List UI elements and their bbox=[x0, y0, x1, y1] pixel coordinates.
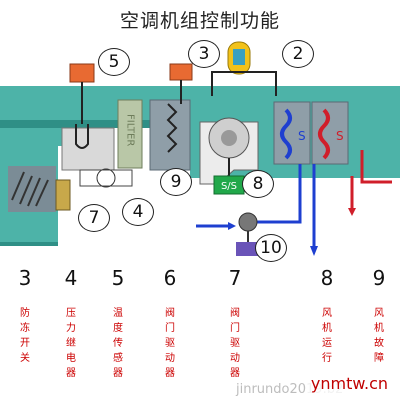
legend-number-6: 6 bbox=[163, 266, 177, 290]
legend-label-5: 温度传感器 bbox=[113, 308, 123, 379]
pressure-relay-housing bbox=[79, 169, 133, 187]
temperature-sensor-box bbox=[69, 63, 95, 83]
damper-actuator-bracket bbox=[211, 71, 277, 96]
legend-label-8: 风机运行 bbox=[322, 308, 332, 364]
legend-label-3: 防冻开关 bbox=[20, 308, 30, 364]
heating-coil-pipe bbox=[318, 108, 330, 160]
frost-thermostat-wire bbox=[166, 103, 178, 153]
legend-label-9: 风机故障 bbox=[374, 308, 384, 364]
damper-actuator-window bbox=[233, 49, 245, 65]
cooling-coil-pipe bbox=[280, 108, 292, 160]
damper-box bbox=[8, 166, 56, 212]
callout-10-mid: 10 bbox=[255, 234, 287, 262]
water-inlet-arrow bbox=[228, 222, 236, 230]
valve-actuator bbox=[236, 242, 258, 256]
callout-3-top: 3 bbox=[188, 40, 220, 68]
legend-label-7: 阀门驱动器 bbox=[230, 308, 240, 379]
legend-label-4: 压力继电器 bbox=[66, 308, 76, 379]
filter-panel bbox=[117, 99, 143, 169]
filter-label: FILTER bbox=[125, 114, 136, 146]
callout-8-mid: 8 bbox=[242, 170, 274, 198]
legend-number-5: 5 bbox=[111, 266, 125, 290]
legend-number-4: 4 bbox=[64, 266, 78, 290]
watermark: ynmtw.cn bbox=[306, 373, 392, 394]
duct-left-upper bbox=[0, 128, 62, 146]
red-drop-arrow bbox=[348, 208, 356, 216]
ss-text: S/S bbox=[221, 181, 237, 192]
callout-4-mid: 4 bbox=[122, 198, 154, 226]
valve-body bbox=[238, 212, 258, 232]
fan-hub bbox=[221, 130, 237, 146]
callout-5-top: 5 bbox=[98, 48, 130, 76]
callout-2-top: 2 bbox=[282, 40, 314, 68]
legend-number-3: 3 bbox=[18, 266, 32, 290]
callout-7-mid: 7 bbox=[78, 204, 110, 232]
legend-number-7: 7 bbox=[228, 266, 242, 290]
blue-drop-arrow bbox=[310, 246, 318, 256]
legend-number-8: 8 bbox=[320, 266, 334, 290]
chilled-water-pipe bbox=[244, 164, 302, 224]
damper-blades bbox=[11, 171, 49, 207]
callout-9-mid: 9 bbox=[160, 168, 192, 196]
pressure-relay-dial bbox=[96, 168, 116, 188]
damper-actuator bbox=[55, 179, 71, 211]
temperature-sensor-loop bbox=[75, 124, 89, 149]
legend-label-6: 阀门驱动器 bbox=[165, 308, 175, 379]
duct-bottom-edge bbox=[0, 242, 58, 246]
diagram-title: 空调机组控制功能 bbox=[119, 10, 280, 32]
frost-switch-box bbox=[169, 63, 193, 81]
cooling-s-letter: S bbox=[298, 129, 306, 143]
heating-s-letter: S bbox=[336, 129, 344, 143]
legend-number-9: 9 bbox=[372, 266, 386, 290]
hot-water-pipe bbox=[360, 150, 392, 184]
